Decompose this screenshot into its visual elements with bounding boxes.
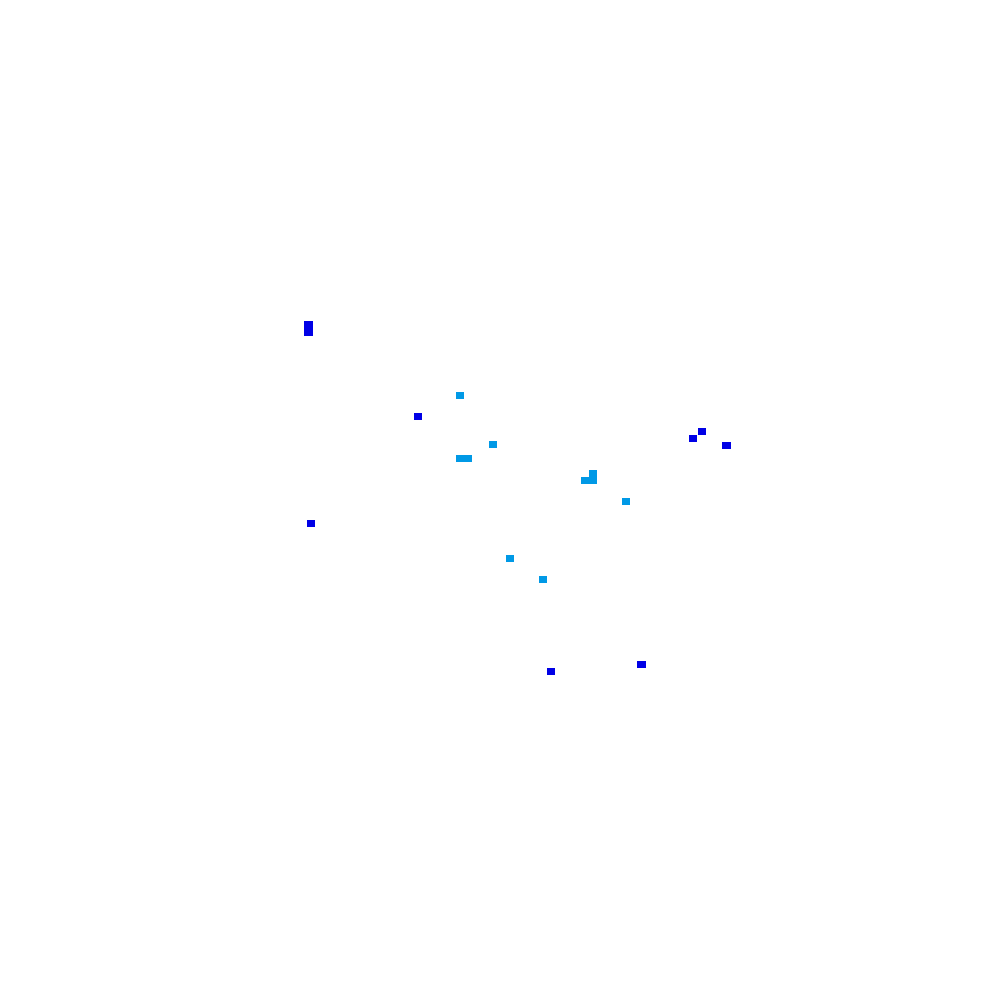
light-blue-square — [539, 576, 547, 583]
light-blue-square — [589, 470, 597, 477]
light-blue-square — [456, 455, 472, 462]
light-blue-square — [489, 441, 497, 448]
dark-blue-square — [637, 661, 646, 668]
dark-blue-square — [698, 428, 706, 435]
light-blue-square — [506, 555, 514, 562]
dark-blue-square — [307, 520, 315, 527]
dark-blue-square — [414, 413, 422, 420]
dark-blue-square — [722, 442, 731, 449]
light-blue-square — [456, 392, 464, 399]
dark-blue-square — [689, 435, 697, 442]
dark-blue-square — [304, 321, 313, 336]
light-blue-square — [581, 477, 597, 484]
light-blue-square — [622, 498, 630, 505]
dark-blue-square — [547, 668, 555, 675]
